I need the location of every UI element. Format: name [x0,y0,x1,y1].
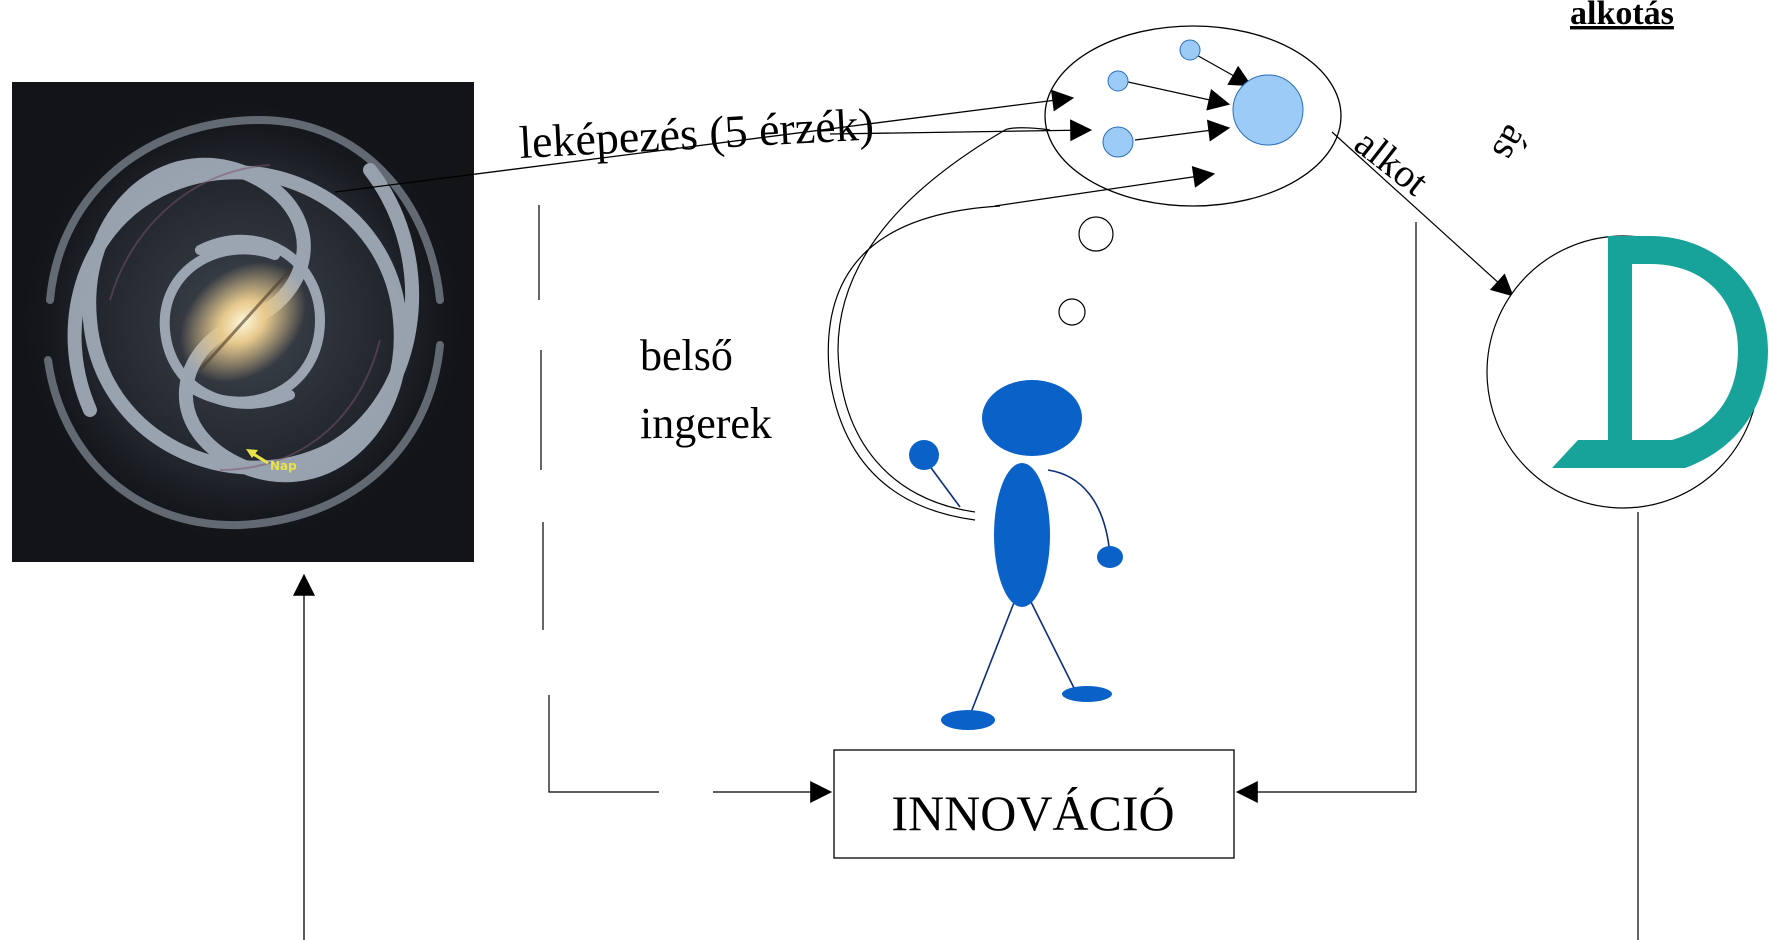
galaxy-image: Nap [12,82,474,562]
creation-arrow [1331,131,1514,297]
thought-bubble [1044,25,1342,207]
node-small-1 [1179,39,1201,61]
internal-stimuli-loop [827,127,1051,521]
mapping-label: leképezés (5 érzék) [518,98,875,168]
creation-label: alkot [1346,120,1437,205]
node-small-2 [1107,70,1129,92]
figure-hand-left [909,440,939,470]
logo-mark-icon [1552,236,1768,468]
figure-foot-left [941,710,995,730]
node-main [1232,74,1304,146]
node-medium [1102,126,1134,158]
internal-stimuli-arrow [994,165,1216,207]
thought-dot-large [1078,216,1114,252]
figure-foot-right [1062,686,1112,702]
creation-suffix: ás [1484,118,1540,169]
figure-hand-right [1097,546,1123,568]
figure-head [982,380,1082,456]
mapping-arrow-1 [334,89,1075,193]
company-logo [1486,235,1768,509]
sun-marker-icon: Nap [246,449,297,473]
internal-stimuli-line-1: belső [640,331,733,380]
concept-network [1102,39,1304,158]
innovation-label: INNOVÁCIÓ [891,785,1174,841]
sun-label: Nap [270,459,297,473]
stick-figure [909,380,1123,730]
innovation-box: INNOVÁCIÓ [833,749,1235,859]
figure-body [994,463,1050,607]
dashed-path-to-innovation [538,205,833,803]
title-alkotas: alkotás [1570,0,1674,32]
creation-feedback-line [1235,222,1417,803]
thought-dot-small [1058,298,1086,326]
internal-stimuli-line-2: ingerek [640,399,772,448]
